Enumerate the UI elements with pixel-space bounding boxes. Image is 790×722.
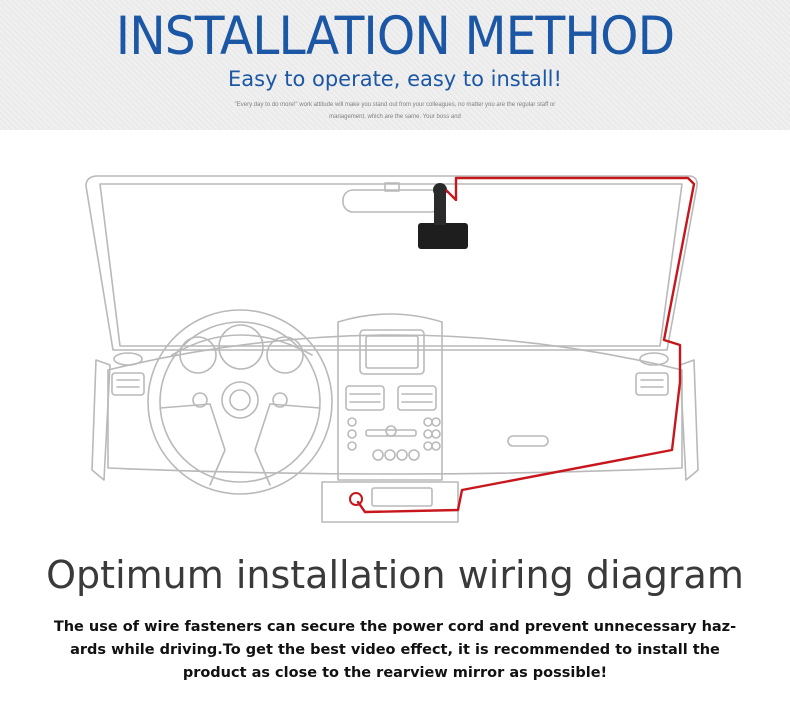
center-vent-right <box>397 385 437 411</box>
header-banner: INSTALLATION METHOD Easy to operate, eas… <box>0 0 790 130</box>
center-console <box>337 313 443 481</box>
dashboard-top <box>107 334 683 475</box>
gauge-right <box>266 336 304 374</box>
center-screen <box>359 329 425 375</box>
page-title: INSTALLATION METHOD <box>115 6 675 67</box>
windshield-inner-edge <box>99 183 683 347</box>
left-vent <box>111 372 145 396</box>
steering-wheel <box>147 309 333 495</box>
diagram-title: Optimum installation wiring diagram <box>46 553 744 597</box>
car-wiring-illustration <box>85 175 699 523</box>
instrument-cluster <box>171 334 313 356</box>
page-subtitle: Easy to operate, easy to install! <box>228 67 562 91</box>
right-speaker <box>639 352 669 366</box>
windshield-outline <box>85 175 698 351</box>
gauge-left <box>179 336 217 374</box>
power-socket <box>349 492 363 506</box>
dash-camera <box>418 223 468 249</box>
right-vent <box>635 372 669 396</box>
left-speaker <box>113 352 143 366</box>
mirror-mount <box>384 182 400 192</box>
center-vent-left <box>345 385 385 411</box>
horn-button <box>221 381 259 419</box>
fine-print: "Every day to do more!" work attitude wi… <box>234 102 556 120</box>
power-cable <box>356 176 696 514</box>
gauge-center <box>218 324 264 370</box>
camera-bracket <box>434 190 446 225</box>
glovebox-handle <box>507 435 549 447</box>
rearview-mirror <box>342 189 442 213</box>
diagram-description: The use of wire fasteners can secure the… <box>53 619 737 681</box>
